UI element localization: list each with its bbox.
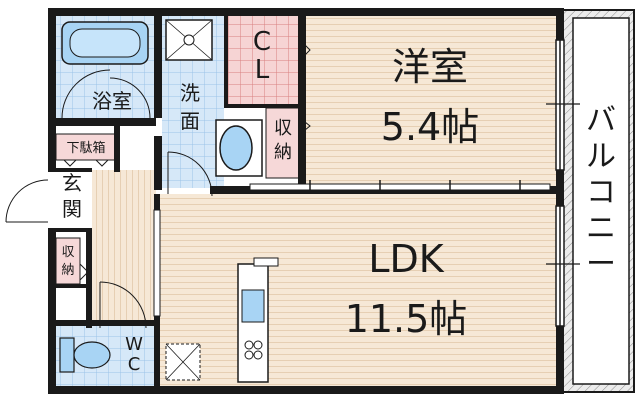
western-room-label: 洋室 xyxy=(392,45,468,89)
balcony-label: バルコニー xyxy=(586,103,616,282)
fridge-space xyxy=(165,343,201,381)
storage-upper-text-char: 収 xyxy=(274,118,292,139)
hall-floor xyxy=(92,170,156,320)
storage-upper-label: 収納 xyxy=(274,118,292,163)
closet-text-char: L xyxy=(255,55,270,85)
bath-door-swing xyxy=(61,69,111,119)
balcony-text-char: ル xyxy=(586,139,616,174)
bathtub xyxy=(61,21,149,65)
storage-lower-text-char: 納 xyxy=(61,263,74,278)
closet-floor xyxy=(226,16,300,104)
bathroom-label: 浴室 xyxy=(92,89,132,113)
washroom-label: 洗面 xyxy=(180,81,200,133)
windows xyxy=(555,39,565,327)
kitchen-counter xyxy=(237,257,279,383)
storage-upper-text-char: 納 xyxy=(274,142,292,163)
ldk-floor xyxy=(160,194,558,386)
storage-lower-label: 収納 xyxy=(61,245,74,278)
entrance-floor xyxy=(52,168,90,230)
storage-lower-box xyxy=(55,237,81,285)
western-room-size: 5.4帖 xyxy=(381,105,479,149)
window-marks xyxy=(546,103,580,265)
toilet-text-char: W xyxy=(125,334,143,355)
entrance-label: 玄関 xyxy=(62,171,82,221)
washroom-text-char: 面 xyxy=(180,109,200,133)
ldk-label: LDK xyxy=(368,237,444,281)
balcony-text-char: バ xyxy=(586,103,616,138)
wash-basin xyxy=(215,119,263,177)
storage-upper-box xyxy=(265,107,301,179)
washroom-text-char: 洗 xyxy=(180,81,200,105)
toilet-fixture xyxy=(59,337,111,373)
entrance-text-char: 玄 xyxy=(62,171,82,195)
sliding-partition xyxy=(249,180,551,192)
balcony-text-char: ニ xyxy=(586,211,616,246)
western-room-floor xyxy=(306,16,558,186)
balcony-text-char: ー xyxy=(586,247,616,282)
toilet-text-char: C xyxy=(128,354,141,375)
closet-text-char: C xyxy=(253,27,271,57)
shoe-box-label: 下駄箱 xyxy=(66,140,105,156)
balcony xyxy=(561,9,635,393)
storage-lower-text-char: 収 xyxy=(61,245,74,260)
balcony-text-char: コ xyxy=(586,175,616,210)
hall-sliding-door xyxy=(153,209,161,317)
bath-door-swing-2 xyxy=(109,77,151,119)
washing-machine-pan xyxy=(165,19,213,61)
doors xyxy=(5,39,311,329)
shoe-box xyxy=(55,133,117,161)
entrance-text-char: 関 xyxy=(62,197,82,221)
ldk-size: 11.5帖 xyxy=(345,297,468,341)
